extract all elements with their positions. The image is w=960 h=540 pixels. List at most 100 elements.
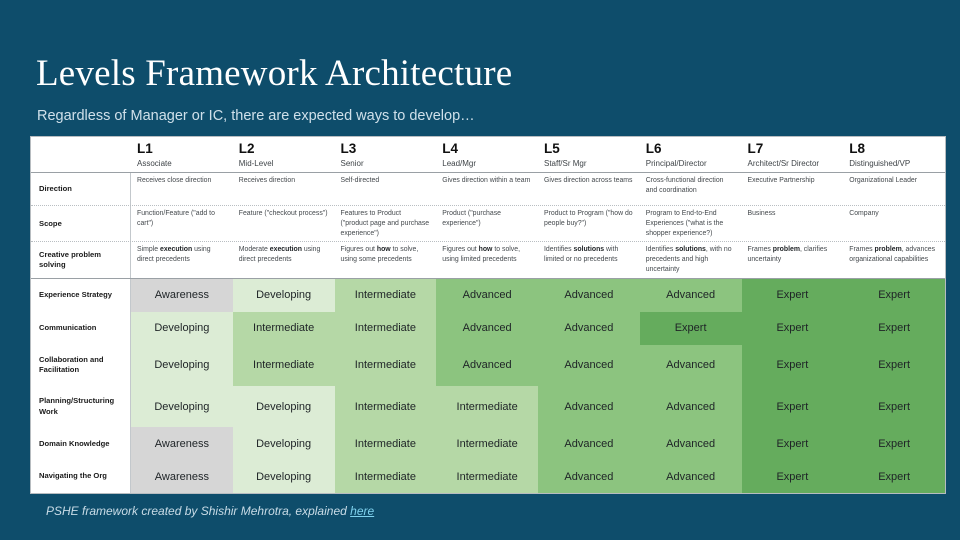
matrix-cell: Advanced: [436, 278, 538, 312]
level-title: Lead/Mgr: [442, 158, 477, 168]
matrix-row-label: Domain Knowledge: [31, 427, 131, 461]
descriptor-cell: Cross-functional direction and coordinat…: [645, 177, 724, 194]
level-code: L3: [340, 141, 357, 156]
matrix-cell: Intermediate: [334, 385, 437, 428]
descriptor-cell: Gives direction across teams: [544, 177, 633, 184]
footer-here-link[interactable]: here: [350, 504, 375, 518]
matrix-cell: Awareness: [131, 427, 233, 461]
footer-credit: PSHE framework created by Shishir Mehrot…: [46, 504, 374, 518]
matrix-row-label: Planning/Structuring Work: [31, 385, 131, 428]
matrix-cell: Awareness: [131, 278, 233, 312]
matrix-cell: Expert: [843, 385, 945, 428]
matrix-cell: Intermediate: [334, 427, 437, 461]
level-title: Principal/Director: [645, 158, 707, 168]
matrix-cell: Intermediate: [334, 344, 437, 386]
matrix-cell: Advanced: [436, 311, 538, 345]
descriptor-cells: Simple execution using direct precedents…: [131, 242, 945, 277]
matrix-cell: Intermediate: [334, 460, 437, 494]
matrix-cell: Intermediate: [334, 278, 437, 312]
level-code: L6: [645, 141, 662, 156]
descriptor-cell: Receives close direction: [137, 177, 212, 184]
level-code: L8: [849, 141, 866, 156]
matrix-cell: Developing: [131, 385, 233, 428]
matrix-cell: Advanced: [538, 344, 640, 386]
matrix-cell: Developing: [232, 385, 335, 428]
descriptor-cell: Self-directed: [340, 177, 380, 184]
matrix-cell: Advanced: [436, 344, 538, 386]
matrix-cell: Intermediate: [436, 460, 538, 494]
matrix-cell: Awareness: [131, 460, 233, 494]
matrix-cell: Expert: [741, 385, 844, 428]
matrix-cell: Advanced: [639, 278, 742, 312]
level-title: Senior: [340, 158, 364, 168]
descriptor-cell: Feature ("checkout process"): [238, 210, 328, 217]
descriptor-cell: Executive Partnership: [747, 177, 815, 184]
descriptor-cell: Program to End-to-End Experiences ("what…: [645, 210, 724, 237]
matrix-cell: Expert: [843, 278, 945, 312]
descriptor-cell: Product to Program ("how do people buy?"…: [544, 210, 633, 227]
matrix-cell: Expert: [741, 427, 844, 461]
level-code: L5: [544, 141, 560, 156]
matrix-cell: Advanced: [538, 278, 640, 312]
descriptor-cell: Simple execution using direct precedents: [137, 246, 211, 264]
matrix-cell: Intermediate: [334, 311, 437, 345]
descriptor-cell: Product ("purchase experience"): [442, 210, 501, 227]
descriptor-cell: Figures out how to solve, using some pre…: [340, 246, 419, 264]
matrix-cell: Expert: [843, 311, 945, 345]
matrix-cell: Expert: [639, 311, 742, 345]
matrix-row-label: Collaboration and Facilitation: [31, 344, 131, 386]
level-title: Architect/Sr Director: [747, 158, 820, 168]
descriptor-cell: Identifies solutions, with no precedents…: [645, 246, 732, 273]
matrix-cell: Developing: [131, 344, 233, 386]
level-code: L2: [238, 141, 255, 156]
descriptor-cell: Moderate execution using direct preceden…: [238, 246, 321, 264]
matrix-cell: Developing: [232, 278, 335, 312]
descriptor-cell: Frames problem, clarifies uncertainty: [747, 246, 828, 264]
matrix-cell: Developing: [232, 427, 335, 461]
level-code: L7: [747, 141, 764, 156]
matrix-cell: Intermediate: [232, 311, 335, 345]
page-title: Levels Framework Architecture: [36, 53, 513, 94]
descriptor-row-label: Creative problem solving: [31, 242, 131, 278]
matrix-row-label: Navigating the Org: [31, 460, 131, 494]
descriptor-cells: Function/Feature ("add to cart") Feature …: [131, 206, 945, 241]
level-title: Distinguished/VP: [849, 158, 911, 168]
descriptor-cell: Frames problem, advances organizational …: [849, 246, 936, 264]
descriptor-cell: Company: [849, 210, 879, 217]
matrix-cell: Advanced: [639, 385, 742, 428]
matrix-cell: Advanced: [639, 460, 742, 494]
matrix-cell: Advanced: [538, 311, 640, 345]
descriptor-cell: Organizational Leader: [849, 177, 918, 184]
descriptor-cell: Identifies solutions with limited or no …: [544, 246, 619, 264]
matrix-cell: Developing: [232, 460, 335, 494]
matrix-cell: Advanced: [538, 385, 640, 428]
matrix-cell: Expert: [741, 311, 844, 345]
level-code: L1: [137, 141, 153, 156]
matrix-cell: Advanced: [538, 460, 640, 494]
matrix-cell: Intermediate: [436, 427, 538, 461]
level-code: L4: [442, 141, 459, 156]
descriptor-cell: Function/Feature ("add to cart"): [137, 210, 215, 227]
matrix-cell: Advanced: [639, 427, 742, 461]
matrix-cell: Advanced: [639, 344, 742, 386]
